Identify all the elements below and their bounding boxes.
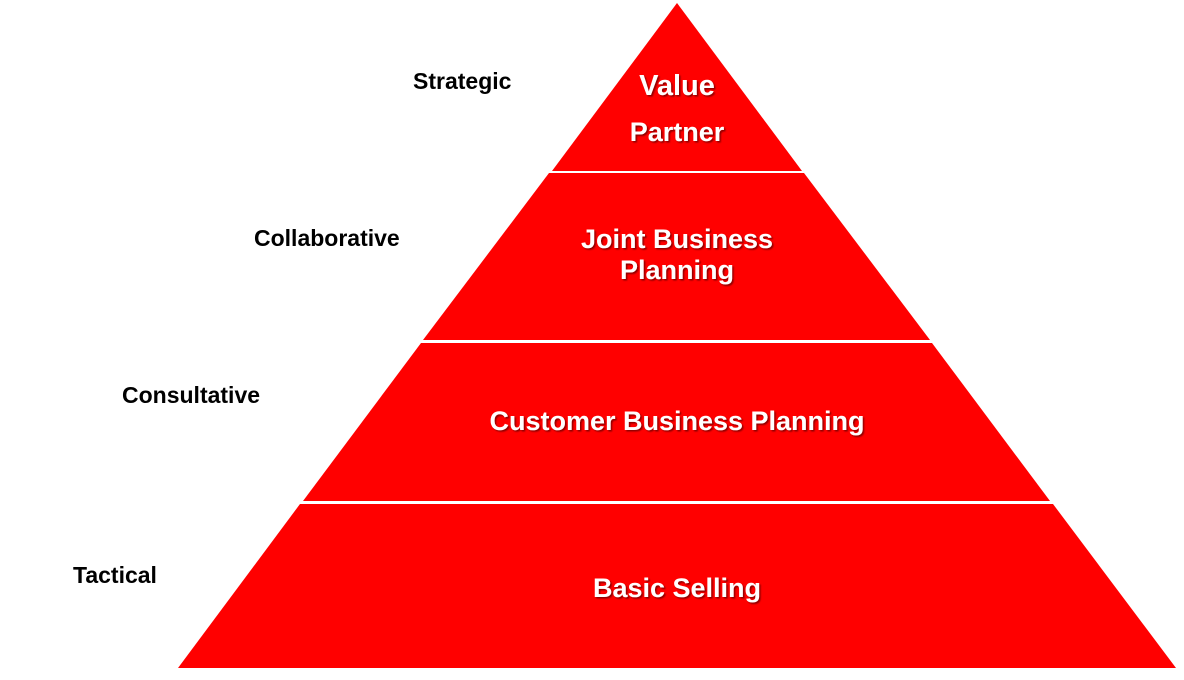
level-label-strategic: Strategic: [413, 68, 512, 94]
tier-value-partner-line2: Partner: [630, 117, 725, 147]
level-label-collaborative: Collaborative: [254, 225, 400, 251]
tier-joint-business-planning-line2: Planning: [620, 255, 734, 285]
tier-joint-business-planning-line1: Joint Business: [581, 224, 773, 254]
tier-basic-selling: [178, 504, 1176, 668]
tier-value-partner: [552, 3, 802, 171]
level-label-tactical: Tactical: [73, 562, 157, 588]
tier-customer-business-planning-label: Customer Business Planning: [489, 406, 864, 436]
tier-joint-business-planning: [423, 173, 930, 340]
tier-customer-business-planning: [303, 343, 1050, 501]
level-label-consultative: Consultative: [122, 382, 261, 408]
tier-value-partner-line1: Value: [639, 70, 715, 102]
tier-basic-selling-label: Basic Selling: [593, 573, 761, 603]
